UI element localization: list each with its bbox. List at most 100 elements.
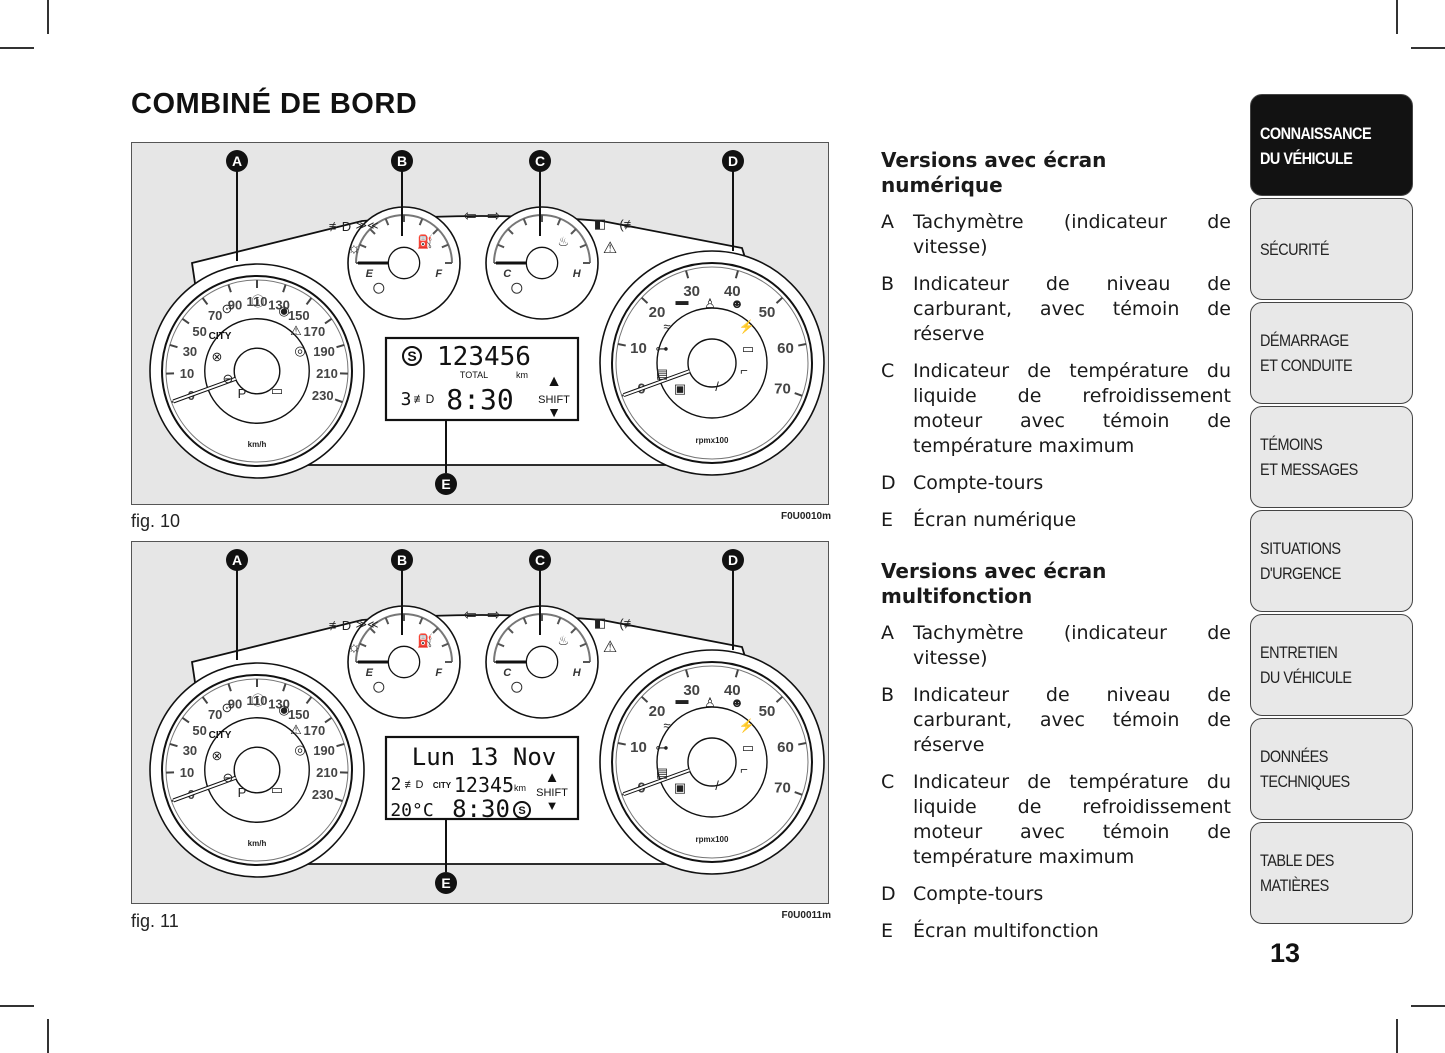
- stability-control-icon: ⚠: [290, 722, 302, 737]
- dial-tick-label: 130: [268, 298, 290, 313]
- lamp-failure-icon: ☼: [347, 240, 361, 257]
- oil-pressure-icon: ⌐: [740, 363, 748, 378]
- door-open-icon: ▭: [271, 383, 283, 398]
- dial-tick-label: 10: [180, 765, 194, 780]
- dial-tick-label: 50: [759, 703, 776, 720]
- turn-left-icon: ⇦: [463, 607, 476, 624]
- dial-tick-label: 90: [228, 298, 242, 313]
- dial-tick-label: 230: [312, 388, 334, 403]
- dial-tick: [282, 683, 287, 692]
- tab-label: SITUATIONS D'URGENCE: [1260, 539, 1341, 583]
- tab-table-des-matieres[interactable]: TABLE DES MATIÈRES: [1250, 822, 1413, 924]
- dial-tick: [798, 741, 807, 746]
- dial-tick-label: 30: [183, 344, 197, 359]
- tab-donnees-techniques[interactable]: DONNÉES TECHNIQUES: [1250, 718, 1413, 820]
- dial-unit-label: km/h: [248, 440, 267, 449]
- shift-down-arrow-icon: ▼: [547, 404, 561, 420]
- legend-item: B Indicateur de niveau de carburant, avec…: [881, 683, 1231, 758]
- airbag-icon: ☻: [730, 296, 744, 311]
- dial-tick-label: 50: [759, 304, 776, 321]
- crop-mark: [0, 1005, 34, 1007]
- gauge-tick: [384, 617, 390, 625]
- tab-temoins-et-messages[interactable]: TÉMOINS ET MESSAGES: [1250, 406, 1413, 508]
- dial-tick: [227, 683, 232, 692]
- lcd-display: [384, 336, 580, 422]
- tab-label: DONNÉES TECHNIQUES: [1260, 747, 1350, 791]
- tab-connaissance-du-vehicule[interactable]: CONNAISSANCE DU VÉHICULE: [1250, 94, 1413, 196]
- tab-label: TÉMOINS ET MESSAGES: [1260, 435, 1358, 479]
- dial-unit-label: rpmx100: [696, 436, 729, 445]
- dial-tick: [334, 797, 343, 803]
- figure-instrument-cluster-multifunction: 01030507090110130150170190210230km/hCITY…: [131, 541, 829, 904]
- clock-value: 8:30: [446, 383, 513, 416]
- dial-tick: [617, 741, 626, 746]
- dial-tick: [640, 695, 649, 703]
- callout-badge: [226, 150, 248, 172]
- cluster-illustration: 01030507090110130150170190210230km/hCITY…: [149, 150, 825, 495]
- dial-tick-label: 170: [303, 324, 325, 339]
- dial-tick-label: 110: [247, 693, 268, 708]
- legend-letter: A: [881, 622, 894, 644]
- tab-entretien-du-vehicule[interactable]: ENTRETIEN DU VÉHICULE: [1250, 614, 1413, 716]
- gauge-tick: [359, 642, 367, 648]
- dial-tick: [734, 669, 739, 678]
- dial-tick: [169, 343, 178, 349]
- dial-tick: [775, 695, 784, 703]
- callout-label: D: [728, 552, 738, 568]
- callout-badge: [391, 150, 413, 172]
- gauge-hub: [387, 645, 421, 679]
- gauge-tick: [441, 243, 449, 249]
- city-mode-label: CITY: [433, 781, 452, 790]
- callout-badge: [435, 473, 457, 495]
- gauge-tick: [522, 617, 528, 625]
- legend-text: Indicateur de niveau de carburant, avec …: [913, 684, 1231, 756]
- chapter-tabs: CONNAISSANCE DU VÉHICULE SÉCURITÉ DÉMARR…: [1250, 94, 1413, 926]
- start-stop-icon: S: [407, 348, 416, 364]
- dial-needle-inner: [623, 769, 690, 796]
- dial-tick-label: 60: [777, 739, 794, 756]
- legend-text: Écran numérique: [913, 509, 1077, 531]
- crop-mark: [47, 1019, 49, 1053]
- light-level-value: 3: [401, 389, 412, 410]
- legend-letter: C: [881, 360, 895, 382]
- legend-text: Compte-tours: [913, 883, 1044, 905]
- gauge-tick: [384, 218, 390, 226]
- figure-code: F0U0010m: [780, 511, 831, 522]
- tyre-pressure-icon: ◎: [294, 742, 305, 757]
- figure-caption: fig. 10: [131, 511, 181, 531]
- dial-tick: [181, 716, 190, 724]
- callout-label: C: [535, 153, 545, 169]
- dial-tick: [305, 696, 313, 705]
- callout-label: B: [397, 153, 407, 169]
- headlight-level-icon: ≢D: [405, 779, 424, 791]
- dial-tick: [227, 284, 232, 293]
- tab-demarrage-et-conduite[interactable]: DÉMARRAGE ET CONDUITE: [1250, 302, 1413, 404]
- legend-letter: D: [881, 883, 896, 905]
- dial-tick-label: 50: [192, 324, 206, 339]
- page-number: 13: [1270, 938, 1301, 968]
- dial-tick-label: 10: [630, 340, 647, 357]
- figure-instrument-cluster-numeric: 01030507090110130150170190210230km/hCITY…: [131, 142, 829, 505]
- figure-code: F0U0011m: [781, 910, 831, 921]
- tab-securite[interactable]: SÉCURITÉ: [1250, 198, 1413, 300]
- coolant-temperature-icon: ♨: [557, 633, 569, 648]
- dial-tick-label: 40: [724, 283, 741, 300]
- section-heading: Versions avec écran multifonction: [881, 559, 1107, 608]
- oil-pressure-icon: ⌐: [740, 762, 748, 777]
- gauge-label-right: H: [573, 268, 582, 280]
- dial-tick: [336, 742, 345, 748]
- fuel-cut-icon: ▬: [676, 692, 689, 707]
- dial-tick: [324, 716, 333, 724]
- legend-letter: B: [881, 684, 895, 706]
- cluster-illustration: 01030507090110130150170190210230km/hCITY…: [149, 549, 825, 894]
- dial-tick: [775, 296, 784, 304]
- date-value: Lun 13 Nov: [412, 743, 557, 771]
- gauge-tick: [441, 642, 449, 648]
- lamp-failure-icon: ☼: [347, 639, 361, 656]
- dial-tick: [334, 398, 343, 404]
- gauge-tick: [556, 617, 562, 625]
- tab-situations-d-urgence[interactable]: SITUATIONS D'URGENCE: [1250, 510, 1413, 612]
- dial-tick-label: 190: [313, 743, 335, 758]
- tab-label: ENTRETIEN DU VÉHICULE: [1260, 643, 1352, 687]
